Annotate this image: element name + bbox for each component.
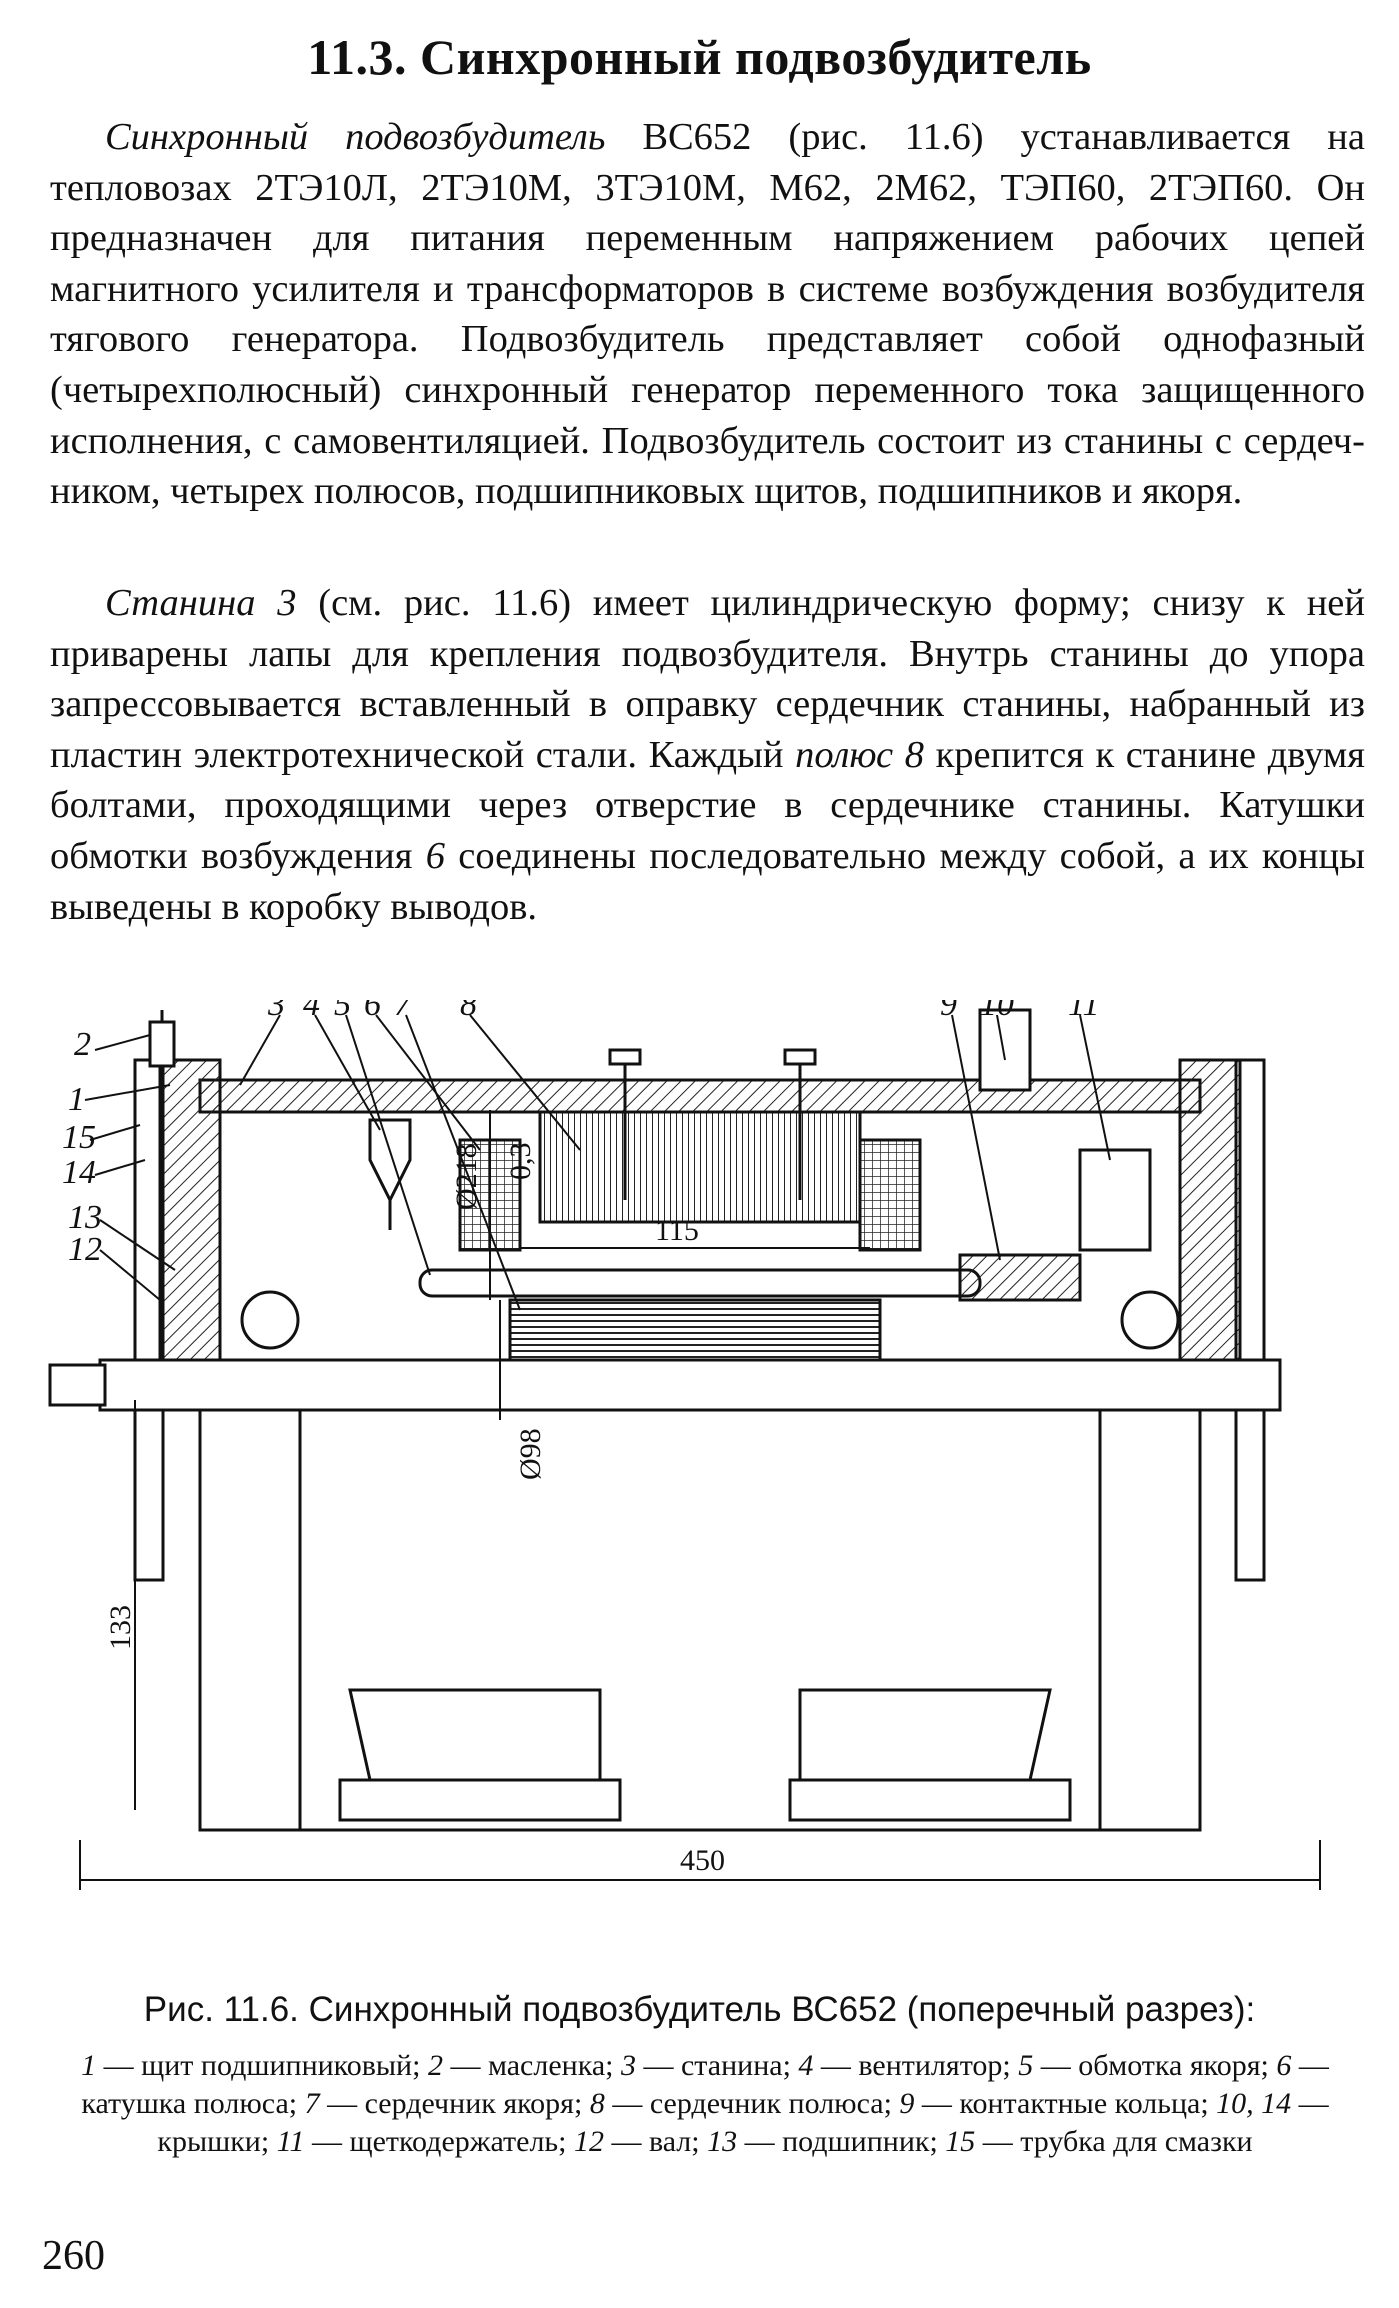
p2-text-3: соединены последовательно между собой, а…: [50, 834, 1365, 928]
end-shield-right: [1178, 1058, 1242, 1382]
field-coil-right: [858, 1138, 922, 1252]
legend-num: 10, 14: [1216, 2087, 1292, 2120]
legend-text: — контактные кольца;: [914, 2087, 1217, 2120]
legend-text: — катушка полюса;: [81, 2049, 1329, 2120]
fan: [368, 1118, 412, 1204]
page-number: 260: [42, 2233, 105, 2279]
callout-14: 14: [62, 1154, 96, 1191]
paragraph-2: Станина 3 (см. рис. 11.6) имеет цилиндри…: [50, 578, 1365, 932]
callout-6: 6: [364, 1000, 381, 1023]
terminal-box-cover: [978, 1008, 1032, 1092]
callout-10: 10: [980, 1000, 1014, 1023]
cover-right: [1234, 1058, 1266, 1582]
legend-text: — щеткодержатель;: [304, 2125, 574, 2158]
legend-num: 4: [798, 2049, 814, 2082]
callout-4: 4: [303, 1000, 320, 1023]
armature-winding: [418, 1268, 982, 1298]
lower-housing: [198, 1408, 1202, 1832]
legend-text: — сердечник якоря;: [319, 2087, 590, 2120]
paragraph-1: Синхронный подвозбудитель ВС652 (рис. 11…: [50, 112, 1365, 517]
shaft-end: [48, 1363, 107, 1407]
oiler: [148, 1020, 176, 1068]
dim-450: 450: [680, 1844, 725, 1877]
legend-text: — сердечник полюса;: [604, 2087, 900, 2120]
bearing-right: [1120, 1290, 1180, 1350]
callout-8: 8: [460, 1000, 477, 1023]
dim-d98: Ø98: [514, 1428, 547, 1480]
legend-num: 11: [276, 2125, 305, 2158]
callout-15: 15: [62, 1119, 96, 1156]
legend-text: — щит подшипниковый;: [96, 2049, 428, 2082]
dim-115: 115: [655, 1214, 699, 1247]
legend-num: 12: [573, 2125, 604, 2158]
figure-caption: Рис. 11.6. Синхронный подвозбудитель ВС6…: [143, 1990, 1256, 2029]
p2-text-1: (см. рис. 11.6) имеет цилиндрическую фор…: [50, 582, 1365, 776]
p1-text: ВС652 (рис. 11.6) устанавливается на теп…: [50, 116, 1365, 513]
shaft: [98, 1358, 1282, 1412]
section-heading: 11.3. Синхронный подвозбудитель: [307, 29, 1092, 85]
cross-section-figure: 2 1 15 14 13 12 3 4 5 6 7 8 9 10 11 Ø218…: [40, 1000, 1360, 1970]
legend-num: 9: [899, 2087, 915, 2120]
legend-num: 15: [945, 2125, 976, 2158]
legend-text: — вентилятор;: [813, 2049, 1019, 2082]
callout-1: 1: [68, 1081, 85, 1118]
pole-core: [538, 1110, 862, 1224]
legend-num: 1: [81, 2049, 97, 2082]
callout-5: 5: [334, 1000, 351, 1023]
foot-left: [348, 1688, 602, 1782]
callout-13: 13: [68, 1199, 102, 1236]
legend-num: 5: [1018, 2049, 1034, 2082]
slip-rings: [958, 1253, 1082, 1302]
callout-2: 2: [74, 1026, 91, 1063]
p2-term-pole: полюс 8: [795, 733, 924, 776]
legend-text: — масленка;: [442, 2049, 621, 2082]
bearing-left: [240, 1290, 300, 1350]
dim-133: 133: [104, 1605, 137, 1650]
exciter-drawing: 2 1 15 14 13 12 3 4 5 6 7 8 9 10 11 Ø218…: [48, 1000, 1321, 1890]
p2-lead-term: Станина 3: [105, 582, 297, 624]
callout-3: 3: [267, 1000, 285, 1023]
legend-text: — трубка для смазки: [975, 2125, 1253, 2158]
legend-num: 2: [427, 2049, 443, 2082]
legend-text: — обмотка якоря;: [1033, 2049, 1277, 2082]
p2-term-coil: 6: [425, 834, 445, 877]
legend-text: — подшипник;: [737, 2125, 946, 2158]
legend-text: — крышки;: [157, 2087, 1329, 2158]
frame-top: [198, 1078, 1202, 1114]
foot-right: [798, 1688, 1052, 1782]
brush-holder: [1078, 1148, 1152, 1252]
legend-num: 7: [304, 2087, 320, 2120]
legend-num: 13: [707, 2125, 738, 2158]
legend-num: 3: [620, 2049, 636, 2082]
p1-lead-term: Синхронный подвозбудитель: [105, 116, 606, 158]
callout-9: 9: [940, 1000, 957, 1023]
end-shield-left: [158, 1058, 222, 1382]
legend-text: — вал;: [603, 2125, 708, 2158]
callout-7: 7: [394, 1000, 413, 1023]
legend-num: 6: [1276, 2049, 1292, 2082]
p2-text-2: крепится к станине двумя болтами, проход…: [50, 733, 1365, 877]
dim-gap: 0,3: [504, 1143, 537, 1181]
callout-12: 12: [68, 1231, 102, 1268]
figure-legend: 1 — щит подшипниковый; 2 — масленка; 3 —…: [45, 2047, 1365, 2161]
dim-d218: Ø218: [450, 1143, 483, 1210]
legend-num: 8: [589, 2087, 605, 2120]
callout-11: 11: [1068, 1000, 1099, 1023]
legend-text: — станина;: [635, 2049, 799, 2082]
